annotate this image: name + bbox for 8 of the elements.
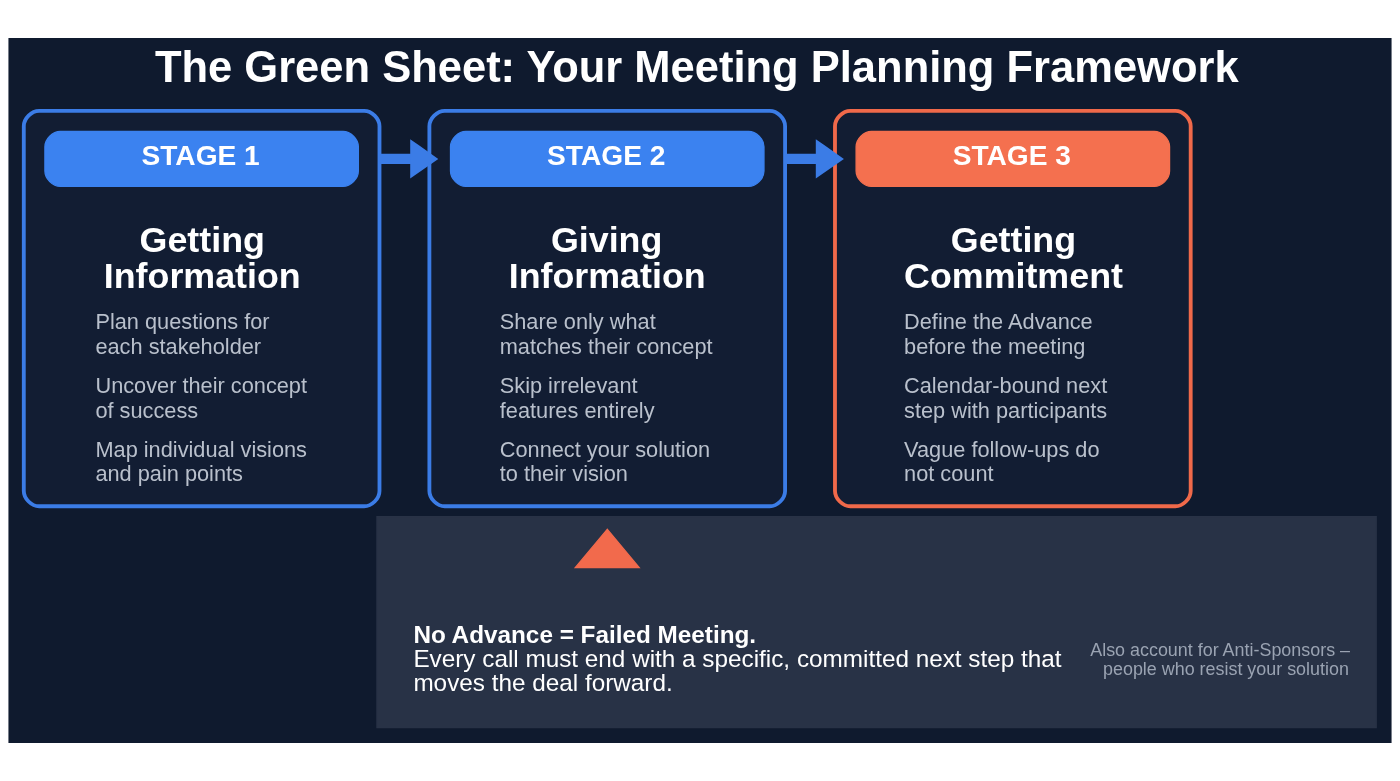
node-box: STAGE 2 — [449, 130, 765, 188]
node-box: STAGE 3 — [855, 130, 1171, 188]
diagram-title: The Green Sheet: Your Meeting Planning Framework — [154, 42, 1239, 91]
arrow — [379, 139, 439, 179]
node-box: STAGE 1 — [44, 130, 359, 188]
cluster: No Advance = Failed Meeting. Every call must end with a specific, committed next step that moves the deal forward. Also account for Anti-Sponsors – people who resist your solution — [376, 515, 1377, 729]
arrow — [785, 139, 844, 179]
node-triangle — [573, 528, 641, 569]
